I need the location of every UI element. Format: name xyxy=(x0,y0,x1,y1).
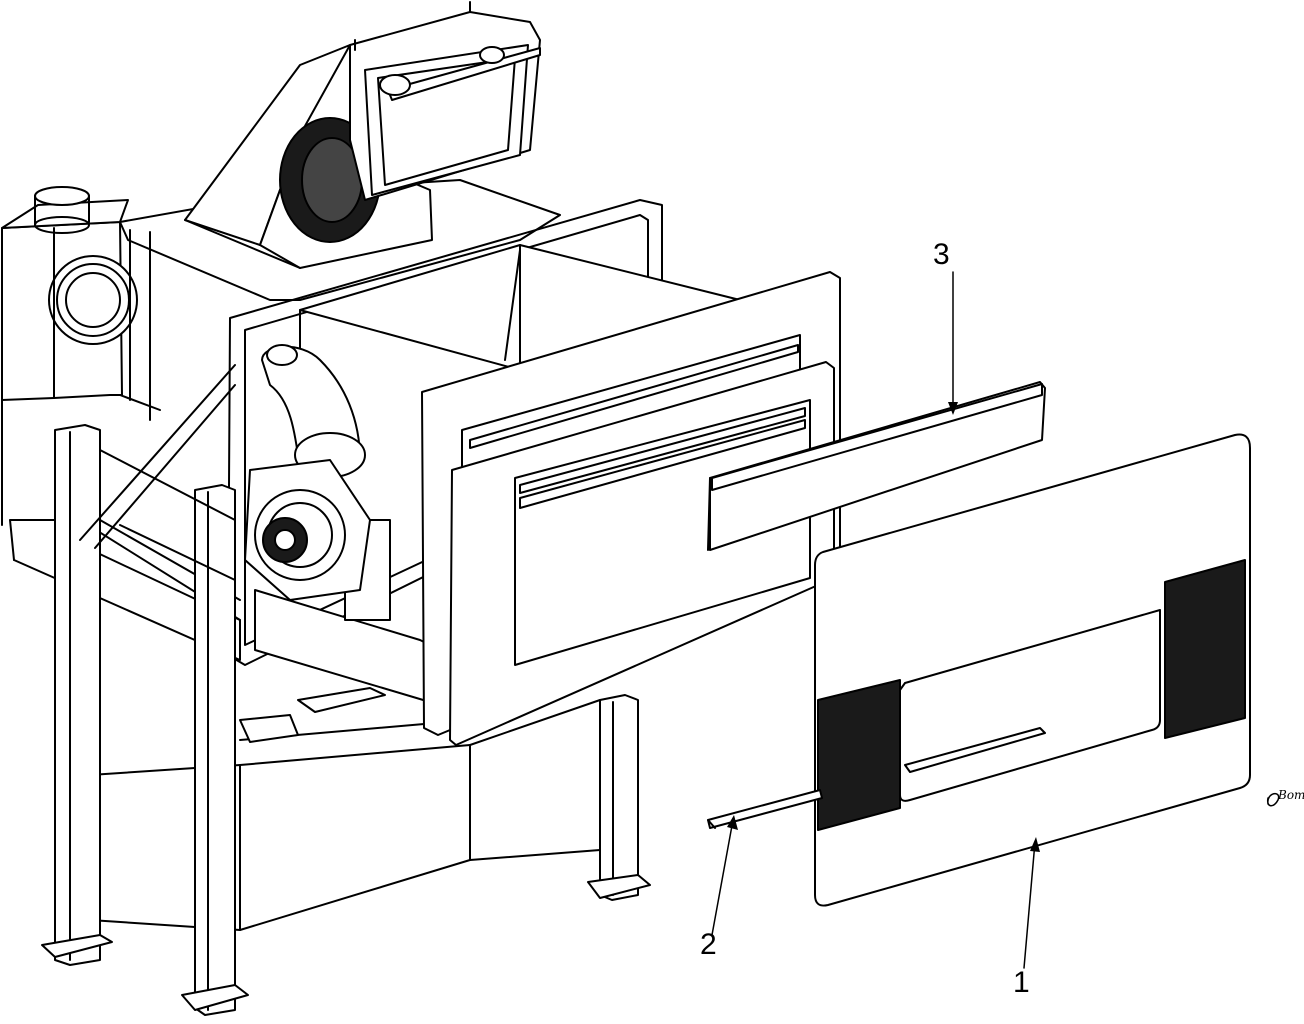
top-intake-hood xyxy=(185,2,540,268)
diagonal-braces xyxy=(80,365,235,580)
top-trim-strip xyxy=(708,382,1045,550)
inner-door xyxy=(450,362,834,745)
signature-text: Bom xyxy=(1278,788,1304,802)
front-glass-panel xyxy=(815,435,1250,906)
flue-housing xyxy=(2,187,137,560)
support-leg-left xyxy=(42,425,112,965)
callout-leaders xyxy=(712,272,1040,968)
bottom-trim-strip xyxy=(708,790,822,828)
signature-mark xyxy=(1268,794,1279,806)
callout-label-1: 1 xyxy=(1013,966,1030,999)
callout-label-2: 2 xyxy=(700,928,717,961)
blower-assembly xyxy=(245,345,370,600)
callout-label-3: 3 xyxy=(933,238,950,271)
support-leg-right xyxy=(588,695,650,900)
support-leg-front xyxy=(182,485,248,1015)
